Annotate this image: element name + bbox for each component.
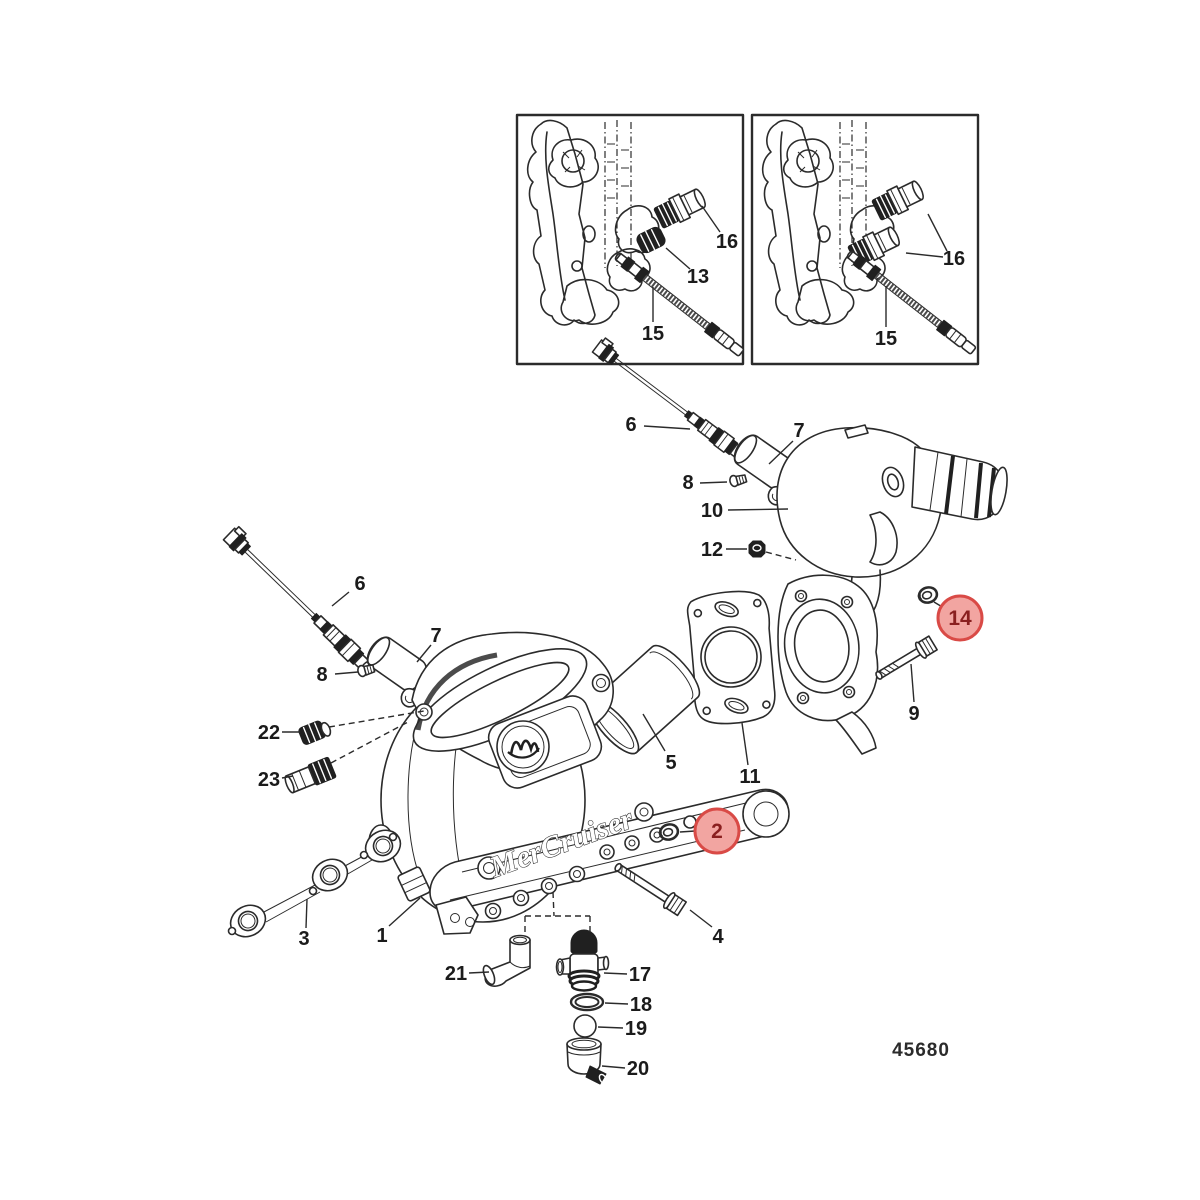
callout-23: 23 — [258, 769, 280, 791]
callout-16: 16 — [943, 248, 965, 270]
callout-5: 5 — [665, 752, 676, 774]
part-8-screw — [727, 471, 748, 489]
callout-22: 22 — [258, 722, 280, 744]
part-12-nut — [748, 540, 766, 558]
leader-line — [701, 205, 721, 233]
highlight-number: 2 — [711, 820, 723, 843]
leader-line — [727, 508, 789, 511]
leader-line — [331, 591, 350, 607]
callout-6: 6 — [625, 414, 636, 436]
highlight-layer: 2 14 — [679, 594, 984, 855]
leader-line — [768, 440, 794, 465]
assembly-dashed-lines — [328, 551, 797, 936]
leader-line — [388, 897, 421, 927]
highlight-callout-2[interactable]: 2 — [693, 807, 741, 855]
leader-line — [689, 909, 713, 928]
part-20-fitting — [566, 1037, 608, 1085]
manifold-bosses — [456, 808, 719, 933]
leader-line — [603, 972, 628, 975]
manifold-lug — [397, 866, 431, 902]
leader-line — [643, 425, 691, 430]
callout-8: 8 — [316, 664, 327, 686]
leader-line — [927, 213, 948, 252]
callout-11: 11 — [739, 766, 760, 788]
callout-17: 17 — [629, 964, 651, 986]
leader-line — [741, 722, 749, 766]
callout-15: 15 — [642, 323, 664, 345]
part-22-fitting — [298, 720, 332, 745]
leader-line — [642, 713, 666, 752]
highlight-number: 14 — [948, 607, 972, 630]
part-21-elbow-fitting — [482, 934, 531, 987]
callout-13: 13 — [687, 266, 709, 288]
highlight-circle[interactable] — [693, 807, 741, 855]
elbow-flange — [777, 574, 879, 755]
callout-10: 10 — [701, 500, 723, 522]
leader-line — [601, 1065, 626, 1069]
callout-4: 4 — [712, 926, 724, 948]
part-4-bolt — [614, 862, 688, 917]
logo-swirl — [634, 802, 654, 822]
leader-line — [334, 671, 359, 675]
callout-16: 16 — [716, 231, 738, 253]
callout-1: 1 — [376, 925, 387, 947]
leader-line — [699, 481, 728, 484]
leader-line — [679, 830, 696, 833]
leader-line — [281, 775, 294, 779]
leader-line — [597, 1026, 624, 1029]
callout-12: 12 — [701, 539, 723, 561]
callout-6: 6 — [354, 573, 365, 595]
highlight-circle[interactable] — [936, 594, 984, 642]
part-11-gasket — [686, 590, 776, 725]
callout-15: 15 — [875, 328, 897, 350]
part-9-bolt — [875, 635, 938, 680]
callout-7: 7 — [430, 625, 441, 647]
callout-20: 20 — [627, 1058, 649, 1080]
part-23-plug — [284, 756, 337, 794]
part-17-fitting — [555, 929, 610, 992]
part-6-sensor — [221, 524, 377, 675]
part-18-o-ring — [569, 992, 605, 1012]
part-3-manifold-gasket — [227, 829, 402, 938]
drawing-number: 45680 — [892, 1040, 950, 1061]
callout-9: 9 — [908, 703, 919, 725]
leader-line — [305, 898, 308, 929]
leader-line — [905, 252, 944, 258]
part-10-exhaust-elbow — [776, 424, 1008, 625]
leader-line — [910, 663, 915, 703]
callout-3: 3 — [298, 928, 309, 950]
callout-21: 21 — [445, 963, 467, 985]
callout-7: 7 — [793, 420, 804, 442]
part-14-seal — [915, 583, 941, 607]
leader-line — [416, 644, 432, 663]
leader-line — [604, 1002, 629, 1005]
inset-box-port-side — [515, 113, 746, 366]
highlight-callout-14[interactable]: 14 — [936, 594, 984, 642]
callout-19: 19 — [625, 1018, 647, 1040]
inset-box-starboard-side — [750, 113, 978, 366]
mercury-logo-badge — [496, 720, 550, 774]
part-19-check-ball — [573, 1014, 597, 1038]
callout-8: 8 — [682, 472, 693, 494]
part-1-exhaust-manifold — [368, 631, 790, 935]
callout-18: 18 — [630, 994, 652, 1016]
leader-line — [665, 247, 691, 270]
leader-line — [468, 971, 490, 974]
